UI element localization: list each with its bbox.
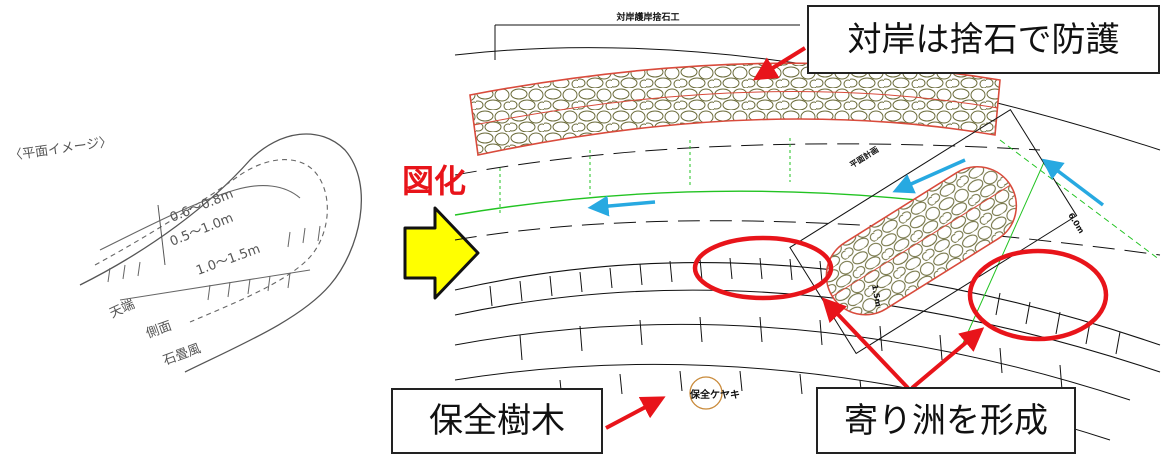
flow-arrow-mid-icon <box>892 158 966 194</box>
callout-preserve-tree: 保全樹木 <box>391 388 603 454</box>
bank-line-lower-1 <box>454 262 1161 346</box>
plan-label: 平面計画 <box>848 144 880 169</box>
centerline-upper <box>454 143 1041 176</box>
sketch-label-side: 側面 <box>144 319 174 342</box>
sandbar-highlight-left <box>692 235 834 301</box>
centerline-lower <box>454 220 1161 256</box>
sketch-label-stone: 石畳風 <box>161 341 203 368</box>
callout-opposite-bank: 対岸は捨石で防護 <box>807 5 1160 74</box>
pointer-opposite-bank-icon <box>752 46 807 81</box>
sketch-ticks <box>107 225 321 301</box>
sketch-crest-line <box>99 185 301 251</box>
top-caption: 対岸護岸捨石工 <box>615 11 679 23</box>
riprap-opposite-bank <box>469 62 1001 156</box>
sketch-title: 〈平面イメージ〉 <box>8 135 113 164</box>
sketch-label-crest: 天端 <box>107 297 137 322</box>
flow-arrow-left-icon <box>587 195 656 217</box>
flow-arrow-right-icon <box>1041 158 1105 207</box>
pointer-arrows <box>605 46 985 430</box>
sketch-dim-low: 1.0～1.5m <box>194 242 262 279</box>
pointer-tree-icon <box>605 396 666 430</box>
sketch-tick-base <box>119 269 311 301</box>
sketch-outer-outline <box>79 133 363 373</box>
tree-circle <box>689 376 723 410</box>
callout-sandbar: 寄り洲を形成 <box>816 387 1076 454</box>
green-diagonal-line <box>999 139 1161 261</box>
bank-line-lower-3 <box>454 323 1131 401</box>
green-dotted-ties <box>499 138 791 215</box>
bank-ticks <box>489 257 1121 425</box>
pointer-sandbar-right-icon <box>910 327 985 390</box>
transform-arrow-icon <box>403 206 480 300</box>
flow-arrows <box>587 158 1105 217</box>
transform-label: 図化 <box>402 162 467 200</box>
dim-b: 1.5m <box>870 284 883 308</box>
hand-sketch: 〈平面イメージ〉 0.6～0.8m 0.5～1.0m 1.0～1.5m 天端 側… <box>8 133 363 373</box>
cad-drawing: 対岸護岸捨石工 <box>454 11 1161 441</box>
sandbar-highlight-right <box>967 248 1109 342</box>
pointer-sandbar-left-icon <box>821 297 910 390</box>
sketch-inner-outline <box>94 159 328 323</box>
sketch-dim-arrow <box>157 204 166 266</box>
dim-a: 6.0m <box>1066 211 1086 235</box>
tree-label: 保全ケヤキ <box>689 388 740 401</box>
riprap-midline <box>473 91 999 126</box>
sandbar-groin <box>789 108 1078 355</box>
